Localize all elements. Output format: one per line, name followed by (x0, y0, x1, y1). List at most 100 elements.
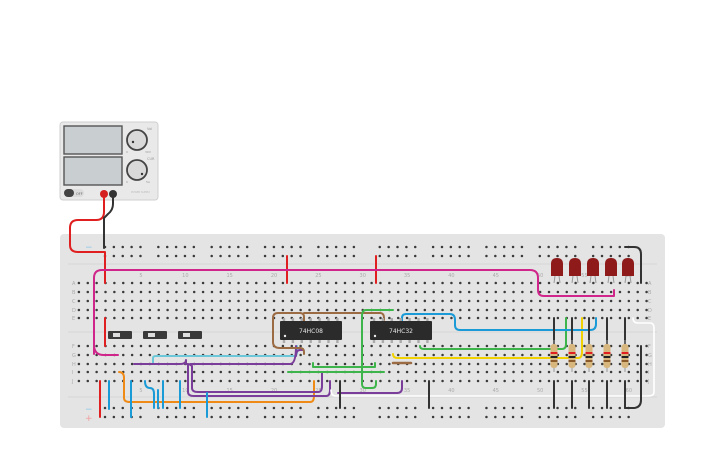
breadboard-hole[interactable] (379, 362, 382, 366)
breadboard-hole[interactable] (148, 290, 152, 294)
rail-hole[interactable] (183, 254, 187, 258)
rail-hole[interactable] (396, 415, 399, 419)
breadboard-hole[interactable] (583, 379, 586, 383)
breadboard-hole[interactable] (121, 344, 125, 348)
breadboard-hole[interactable] (618, 344, 622, 348)
breadboard-hole[interactable] (600, 316, 604, 320)
led[interactable] (622, 258, 634, 284)
rail-hole[interactable] (378, 406, 382, 410)
breadboard-hole[interactable] (405, 316, 409, 320)
rail-hole[interactable] (556, 245, 559, 249)
rail-hole[interactable] (165, 254, 169, 258)
breadboard-hole[interactable] (166, 281, 169, 285)
breadboard-hole[interactable] (547, 308, 551, 312)
breadboard-hole[interactable] (423, 316, 427, 320)
breadboard-hole[interactable] (201, 281, 205, 285)
breadboard-hole[interactable] (77, 344, 81, 348)
breadboard-hole[interactable] (512, 281, 515, 285)
rail-hole[interactable] (281, 245, 285, 249)
breadboard-hole[interactable] (423, 299, 427, 303)
rail-hole[interactable] (627, 254, 630, 258)
rail-hole[interactable] (343, 245, 347, 249)
rail-hole[interactable] (290, 245, 293, 249)
breadboard-hole[interactable] (130, 316, 134, 320)
wire-blue-chip2[interactable] (401, 313, 597, 331)
breadboard-hole[interactable] (592, 290, 595, 294)
breadboard-hole[interactable] (636, 370, 639, 374)
breadboard-hole[interactable] (618, 308, 622, 312)
breadboard-hole[interactable] (494, 316, 498, 320)
rail-hole[interactable] (556, 415, 559, 419)
breadboard-hole[interactable] (494, 344, 498, 348)
breadboard-hole[interactable] (121, 362, 125, 366)
wire-brown-top[interactable] (303, 312, 385, 321)
rail-hole[interactable] (174, 415, 178, 419)
breadboard-hole[interactable] (556, 308, 560, 312)
breadboard-hole[interactable] (423, 353, 427, 357)
breadboard-hole[interactable] (467, 290, 471, 294)
rail-hole[interactable] (609, 406, 613, 410)
rail-hole[interactable] (290, 254, 293, 258)
breadboard-hole[interactable] (467, 344, 471, 348)
rail-hole[interactable] (413, 245, 417, 249)
rail-hole[interactable] (458, 245, 461, 249)
breadboard-hole[interactable] (547, 379, 551, 383)
breadboard-hole[interactable] (556, 316, 560, 320)
breadboard-hole[interactable] (352, 353, 356, 357)
resistor[interactable] (621, 340, 629, 372)
breadboard-hole[interactable] (405, 379, 409, 383)
rail-hole[interactable] (467, 406, 470, 410)
breadboard-hole[interactable] (237, 370, 240, 374)
breadboard-hole[interactable] (467, 362, 471, 366)
negative-terminal[interactable] (109, 190, 117, 198)
rail-hole[interactable] (290, 415, 293, 419)
rail-hole[interactable] (387, 245, 390, 249)
breadboard-hole[interactable] (379, 316, 382, 320)
breadboard-hole[interactable] (556, 370, 560, 374)
breadboard-hole[interactable] (441, 290, 444, 294)
breadboard-hole[interactable] (636, 281, 639, 285)
breadboard-hole[interactable] (414, 344, 418, 348)
breadboard-hole[interactable] (246, 281, 249, 285)
wire-black-supply[interactable] (103, 197, 114, 249)
breadboard-hole[interactable] (565, 370, 568, 374)
breadboard-hole[interactable] (113, 299, 116, 303)
breadboard-hole[interactable] (538, 353, 542, 357)
rail-hole[interactable] (343, 406, 347, 410)
rail-hole[interactable] (352, 415, 356, 419)
breadboard-hole[interactable] (308, 308, 311, 312)
rail-hole[interactable] (431, 406, 435, 410)
breadboard-hole[interactable] (210, 290, 214, 294)
breadboard-hole[interactable] (246, 290, 249, 294)
rail-hole[interactable] (574, 245, 577, 249)
rail-hole[interactable] (511, 245, 515, 249)
breadboard-hole[interactable] (272, 281, 276, 285)
rail-hole[interactable] (174, 254, 178, 258)
rail-hole[interactable] (405, 245, 408, 249)
breadboard-hole[interactable] (370, 344, 373, 348)
rail-hole[interactable] (228, 254, 231, 258)
breadboard-hole[interactable] (592, 316, 595, 320)
rail-hole[interactable] (281, 415, 285, 419)
breadboard-hole[interactable] (86, 370, 90, 374)
breadboard-hole[interactable] (299, 281, 302, 285)
breadboard-hole[interactable] (175, 281, 178, 285)
breadboard-hole[interactable] (308, 281, 311, 285)
breadboard-hole[interactable] (95, 344, 98, 348)
rail-hole[interactable] (272, 245, 276, 249)
breadboard-hole[interactable] (565, 353, 568, 357)
rail-hole[interactable] (485, 245, 488, 249)
wire-brown-chip1[interactable] (272, 312, 305, 355)
breadboard-hole[interactable] (77, 379, 81, 383)
breadboard-hole[interactable] (219, 290, 223, 294)
breadboard-hole[interactable] (201, 299, 205, 303)
breadboard-hole[interactable] (485, 281, 489, 285)
breadboard-hole[interactable] (441, 353, 444, 357)
rail-hole[interactable] (165, 245, 169, 249)
power-supply[interactable]: Vol CUR 0 30V 0 5A OFF POWER SUPPLY (59, 121, 159, 201)
breadboard-hole[interactable] (530, 344, 533, 348)
breadboard-hole[interactable] (450, 290, 453, 294)
breadboard-hole[interactable] (166, 344, 169, 348)
breadboard-hole[interactable] (423, 344, 427, 348)
breadboard-hole[interactable] (450, 379, 453, 383)
